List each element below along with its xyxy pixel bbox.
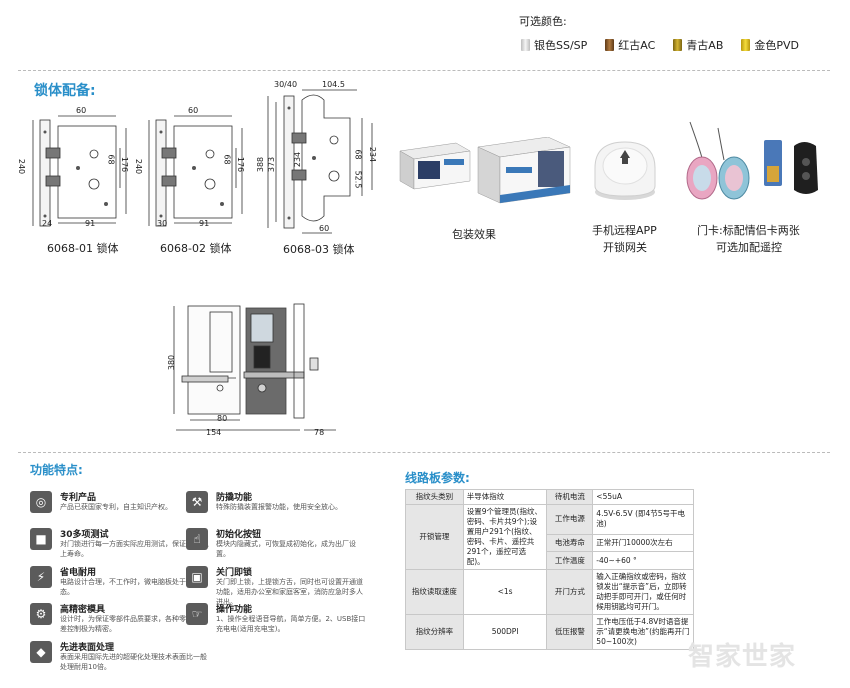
test-icon: ■ bbox=[30, 528, 52, 550]
dim-01-side: 240 bbox=[17, 158, 27, 175]
door-cards-image bbox=[686, 121, 818, 200]
lock-product-drawing bbox=[173, 303, 336, 431]
color-label-red-antique: 红古AC bbox=[618, 39, 656, 52]
operation-icon: ☞ bbox=[186, 603, 208, 625]
dim-03-bottom: 60 bbox=[319, 224, 330, 233]
watermark: 智家世家 bbox=[688, 642, 797, 672]
dim-02-top: 60 bbox=[188, 106, 199, 115]
lock-body-03-drawing bbox=[267, 89, 373, 234]
mold-icon: ⚙ bbox=[30, 603, 52, 625]
table-row: 电池寿命 正常开门10000次左右 bbox=[406, 533, 694, 553]
caption-6068-01: 6068-01 锁体 bbox=[47, 242, 119, 255]
dim-03-h-e: 52.5 bbox=[353, 170, 363, 189]
dim-02-h2: 68 bbox=[222, 154, 232, 165]
packaging-image bbox=[399, 137, 571, 204]
dim-03-h-d: 68 bbox=[353, 149, 363, 160]
dim-03-h-a: 388 bbox=[256, 156, 266, 173]
table-row: 指纹分辨率 500DPI 低压报警 工作电压低于4.8V时语音提示“请更换电池”… bbox=[405, 614, 694, 650]
dim-03-top-a: 30/40 bbox=[274, 80, 298, 89]
table-row: 开锁管理 设置9个管理员(指纹、密码、卡片共9个);设置用户291个(指纹、密码… bbox=[405, 504, 694, 570]
board-params-table: 指纹头类别 半导体指纹 待机电流 <55uA 开锁管理 设置9个管理员(指纹、密… bbox=[405, 489, 694, 650]
color-label-silver: 银色SS/SP bbox=[534, 39, 588, 52]
swatch-green-antique-icon bbox=[673, 39, 683, 51]
dim-03-h-f: 234 bbox=[368, 146, 378, 163]
table-row: 指纹读取速度 <1s 开门方式 输入正确指纹或密码，指纹锁发出“提示音”后，立即… bbox=[405, 569, 694, 615]
caption-6068-03: 6068-03 锁体 bbox=[283, 243, 355, 256]
dim-01-bottom: 91 bbox=[85, 219, 96, 228]
swatch-silver-icon bbox=[521, 39, 530, 51]
middle-divider bbox=[18, 452, 830, 453]
table-row: 指纹头类别 半导体指纹 待机电流 <55uA bbox=[405, 489, 694, 505]
dim-01-top: 60 bbox=[76, 106, 87, 115]
caption-gateway-line2: 开锁网关 bbox=[603, 241, 647, 254]
dim-03-h-b: 373 bbox=[267, 156, 277, 173]
lock-icon: ▣ bbox=[186, 566, 208, 588]
reset-icon: ☝ bbox=[186, 528, 208, 550]
dim-01-h2: 68 bbox=[106, 154, 116, 165]
dim-01-left: 24 bbox=[42, 219, 53, 228]
lock-dim-outer-width: 154 bbox=[206, 428, 222, 437]
lock-dim-height: 380 bbox=[167, 354, 177, 371]
color-options: 银色SS/SP 红古AC 青古AB 金色PVD bbox=[521, 37, 799, 53]
swatch-gold-icon bbox=[741, 39, 751, 51]
lock-body-title: 锁体配备: bbox=[34, 83, 96, 99]
power-icon: ⚡ bbox=[30, 566, 52, 588]
color-label-green-antique: 青古AB bbox=[686, 39, 724, 52]
lock-body-02-drawing bbox=[148, 115, 243, 227]
caption-6068-02: 6068-02 锁体 bbox=[160, 242, 232, 255]
gateway-image bbox=[594, 141, 656, 200]
color-label-gold: 金色PVD bbox=[754, 39, 800, 52]
caption-gateway-line1: 手机远程APP bbox=[592, 224, 657, 237]
board-title: 线路板参数: bbox=[405, 471, 470, 485]
lock-dim-inner-width: 80 bbox=[217, 414, 228, 423]
dim-03-top-b: 104.5 bbox=[322, 80, 345, 89]
patent-icon: ◎ bbox=[30, 491, 52, 513]
caption-cards-line1: 门卡:标配情侣卡两张 bbox=[697, 224, 800, 237]
dim-02-left: 30 bbox=[157, 219, 168, 228]
dim-02-bottom: 91 bbox=[199, 219, 210, 228]
dim-02-side: 240 bbox=[134, 158, 144, 175]
caption-cards-line2: 可选加配遥控 bbox=[716, 241, 782, 254]
dim-03-h-c: 234 bbox=[293, 151, 303, 168]
anti-pry-icon: ⚒ bbox=[186, 491, 208, 513]
caption-packaging: 包装效果 bbox=[452, 228, 496, 241]
diamond-icon: ◆ bbox=[30, 641, 52, 663]
lock-body-01-drawing bbox=[32, 115, 127, 227]
features-title: 功能特点: bbox=[30, 463, 83, 477]
swatch-red-antique-icon bbox=[605, 39, 615, 51]
top-divider bbox=[18, 70, 830, 71]
dim-02-h1: 176 bbox=[236, 156, 246, 173]
lock-dim-depth: 78 bbox=[314, 428, 325, 437]
colors-title: 可选颜色: bbox=[519, 15, 567, 28]
dim-01-h1: 176 bbox=[120, 156, 130, 173]
